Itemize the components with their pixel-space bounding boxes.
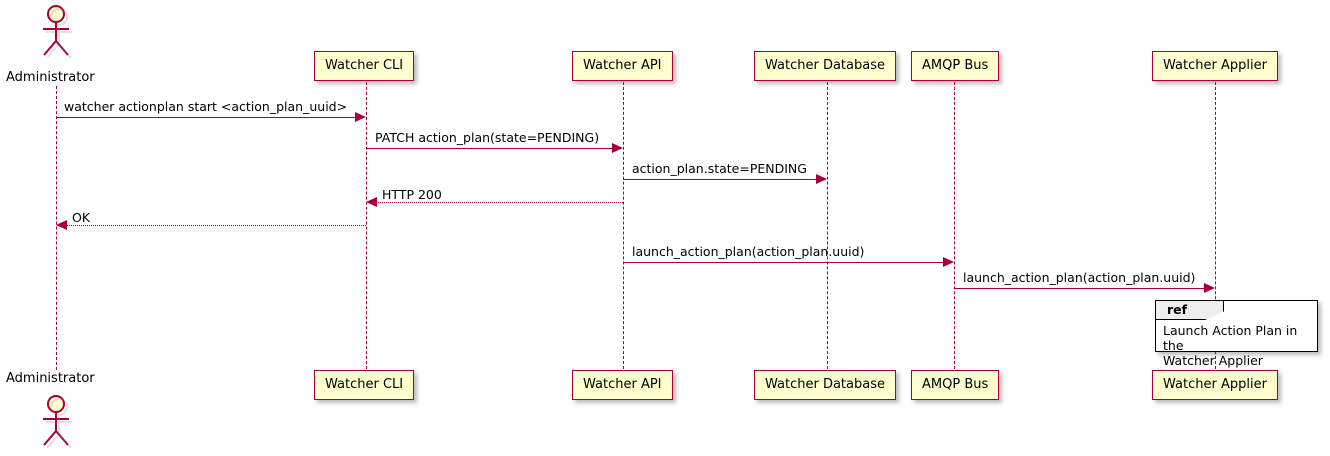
participant-watcher-api-bottom[interactable]: Watcher API <box>572 370 673 400</box>
participant-watcher-database-top[interactable]: Watcher Database <box>754 51 896 81</box>
participant-watcher-applier-top[interactable]: Watcher Applier <box>1152 51 1278 81</box>
participant-watcher-applier-bottom[interactable]: Watcher Applier <box>1152 370 1278 400</box>
message-label-watcher-actionplan-start: watcher actionplan start <action_plan_uu… <box>64 99 348 114</box>
lifeline-watcher-api <box>623 82 624 374</box>
ref-fragment-keyword: ref <box>1167 302 1188 317</box>
lifeline-watcher-cli <box>366 82 367 374</box>
participant-watcher-cli-top[interactable]: Watcher CLI <box>314 51 415 81</box>
participant-watcher-database-bottom[interactable]: Watcher Database <box>754 370 896 400</box>
ref-fragment-tab <box>1156 301 1224 320</box>
message-arrowhead-ok <box>56 220 67 230</box>
message-arrowhead-watcher-actionplan-start <box>355 112 366 122</box>
participant-watcher-api-top[interactable]: Watcher API <box>572 51 673 81</box>
message-arrowhead-launch-action-plan-applier <box>1204 283 1215 293</box>
message-arrowhead-launch-action-plan-bus <box>943 257 954 267</box>
message-label-patch-action-plan: PATCH action_plan(state=PENDING) <box>375 130 600 145</box>
message-line-action-plan-state-pending <box>623 179 822 180</box>
actor-administrator-bottom-label: Administrator <box>6 371 95 386</box>
lifeline-watcher-database <box>827 82 828 374</box>
ref-fragment: ref Launch Action Plan in the Watcher Ap… <box>1155 300 1318 368</box>
message-label-launch-action-plan-bus: launch_action_plan(action_plan.uuid) <box>632 244 865 259</box>
message-label-http-200: HTTP 200 <box>382 187 442 202</box>
message-arrowhead-patch-action-plan <box>612 143 623 153</box>
message-line-ok <box>62 225 366 226</box>
actor-administrator-bottom-icon <box>35 392 77 448</box>
ref-fragment-text: Launch Action Plan in the Watcher Applie… <box>1163 323 1298 368</box>
participant-amqp-bus-bottom[interactable]: AMQP Bus <box>911 370 1000 400</box>
message-line-launch-action-plan-bus <box>623 262 949 263</box>
message-label-launch-action-plan-applier: launch_action_plan(action_plan.uuid) <box>963 270 1196 285</box>
message-label-ok: OK <box>72 210 91 225</box>
message-arrowhead-action-plan-state-pending <box>816 174 827 184</box>
actor-administrator-top-icon <box>35 2 77 58</box>
participant-amqp-bus-top[interactable]: AMQP Bus <box>911 51 1000 81</box>
message-line-watcher-actionplan-start <box>56 117 361 118</box>
message-line-http-200 <box>372 202 623 203</box>
message-arrowhead-http-200 <box>366 197 377 207</box>
actor-administrator-top-label: Administrator <box>6 70 95 85</box>
message-line-launch-action-plan-applier <box>954 288 1210 289</box>
message-label-action-plan-state-pending: action_plan.state=PENDING <box>632 161 807 176</box>
lifeline-amqp-bus <box>954 82 955 374</box>
message-line-patch-action-plan <box>366 148 618 149</box>
lifeline-watcher-applier <box>1215 82 1216 374</box>
participant-watcher-cli-bottom[interactable]: Watcher CLI <box>314 370 415 400</box>
